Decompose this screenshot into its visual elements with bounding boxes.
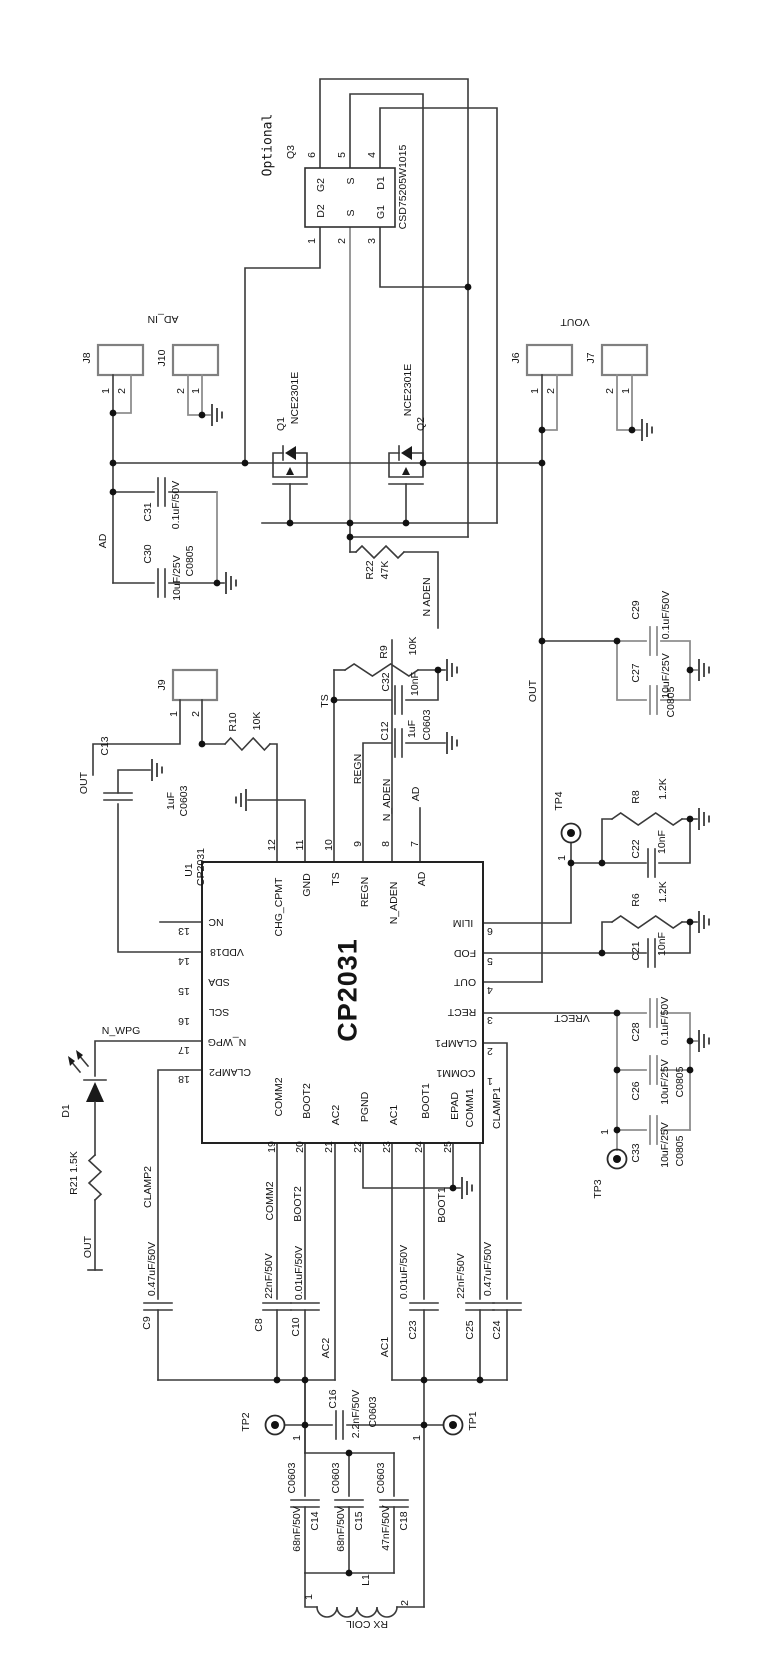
- gnd-c28: [698, 1030, 710, 1052]
- gnd-r9: [446, 659, 458, 681]
- j6-connector: [525, 343, 574, 464]
- r9-resistor: [333, 663, 446, 677]
- tp3-testpoint: [606, 1148, 628, 1170]
- d1-led: [68, 1040, 203, 1156]
- j9-connector: [92, 668, 219, 776]
- j7-connector: [600, 343, 649, 431]
- q1-mosfet: [272, 445, 308, 524]
- gnd-pin11: [235, 789, 247, 811]
- c16-cap: [284, 1410, 444, 1440]
- resonant-caps: [290, 1452, 409, 1574]
- r22-resistor: [349, 544, 439, 629]
- gnd-epad: [461, 1177, 473, 1199]
- r21-resistor: [87, 1153, 103, 1271]
- gnd-r8: [698, 808, 710, 830]
- c31-cap: [112, 477, 218, 584]
- gnd-c12: [446, 732, 458, 754]
- c30-cap: [112, 568, 225, 598]
- c29-c27-group: [616, 626, 698, 715]
- c8-cap: [262, 1142, 292, 1381]
- l1-inductor: [304, 1572, 425, 1618]
- gnd-c13: [151, 759, 163, 781]
- r10-resistor: [201, 736, 278, 863]
- junction-dots: [109, 283, 694, 1577]
- c24-cap: [482, 1042, 522, 1381]
- c13-cap: [103, 769, 203, 953]
- vrect-caps: [616, 998, 698, 1151]
- gnd-r6: [698, 911, 710, 933]
- q2-mosfet: [388, 445, 424, 524]
- tp1-testpoint: [442, 1414, 464, 1436]
- c23-cap: [409, 1142, 439, 1608]
- ic-cp2031-box: [201, 861, 484, 1144]
- gnd-j7: [641, 419, 653, 441]
- ilim-group: [482, 812, 698, 924]
- pgnd-epad: [362, 1142, 461, 1189]
- pin11-gnd: [247, 799, 306, 863]
- c9-cap: [143, 1069, 203, 1381]
- gnd-c30: [225, 572, 237, 594]
- j8-connector: [96, 343, 145, 584]
- tp4-testpoint: [560, 822, 582, 844]
- ground-symbols: [151, 404, 710, 1199]
- gnd-c27: [698, 659, 710, 681]
- q3-wiring: [244, 78, 498, 538]
- c32-cap: [333, 669, 439, 715]
- test-points: [264, 822, 628, 1436]
- gnd-j10: [211, 404, 223, 426]
- tp2-testpoint: [264, 1414, 286, 1436]
- c12-cap: [362, 728, 446, 863]
